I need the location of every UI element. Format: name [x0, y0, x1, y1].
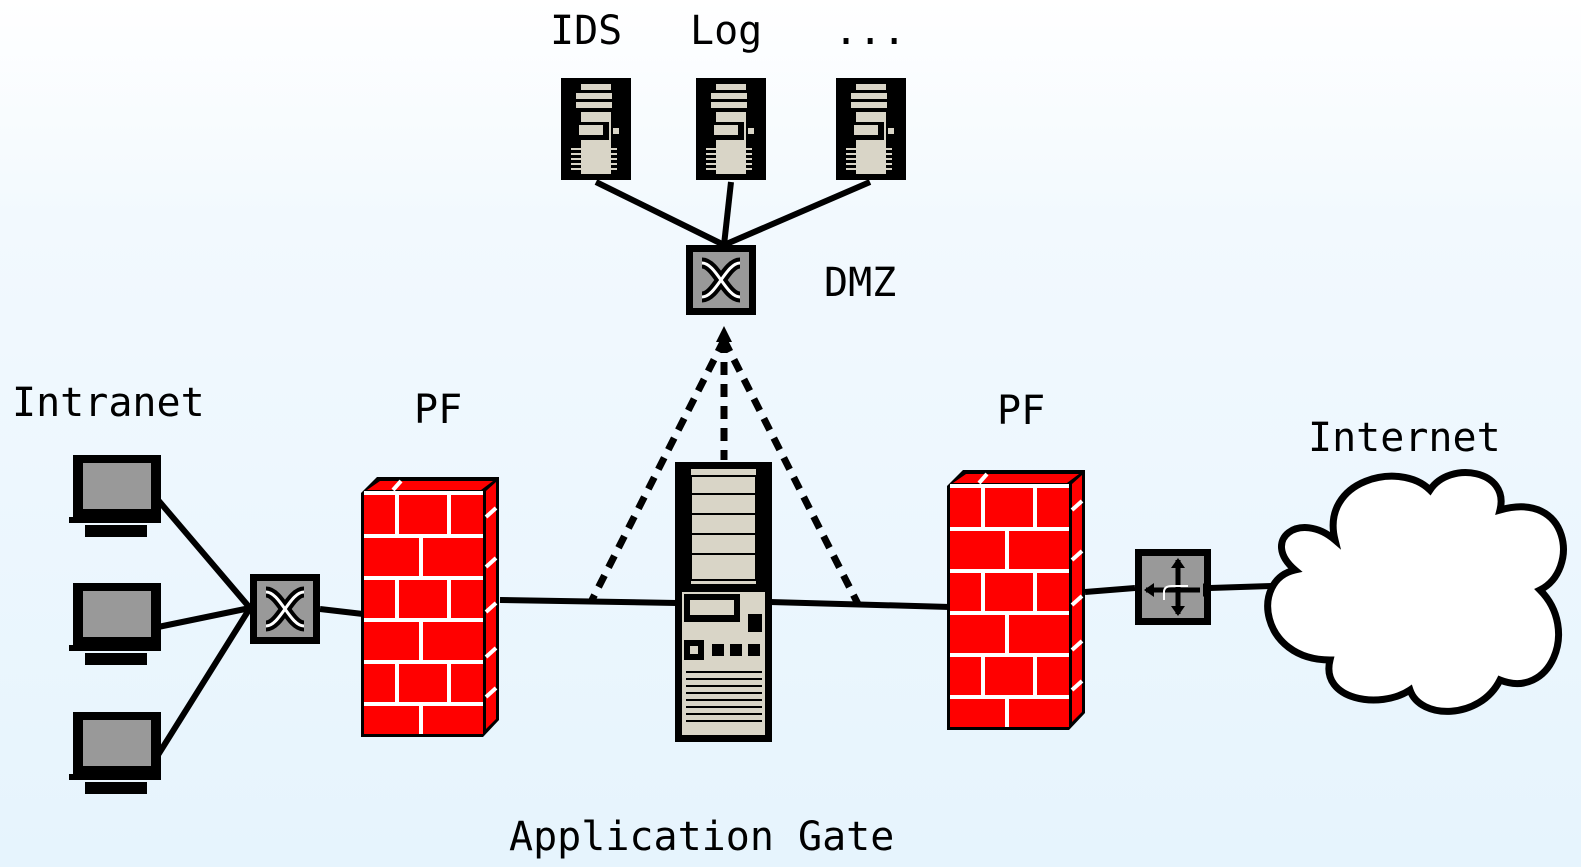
internet-cloud-icon	[1264, 469, 1567, 715]
right-firewall-icon	[945, 468, 1087, 732]
dmz-switch-icon	[686, 245, 756, 315]
intranet-monitor-2-icon	[69, 583, 161, 665]
ids-server-icon	[561, 78, 631, 180]
extra-server-icon	[836, 78, 906, 180]
right-pf-label: PF	[997, 388, 1045, 434]
application-gate-server-icon	[675, 462, 772, 742]
intranet-switch-icon	[250, 574, 320, 644]
dmz-dashed-links	[588, 338, 862, 606]
log-server-icon	[696, 78, 766, 180]
ids-label: IDS	[550, 8, 622, 54]
intranet-monitor-1-icon	[69, 455, 161, 537]
internet-label: Internet	[1308, 415, 1501, 461]
dmz-arrow-icon	[716, 326, 732, 342]
connection-lines	[155, 179, 1273, 757]
more-servers-label: ...	[834, 8, 906, 54]
intranet-label: Intranet	[12, 380, 205, 426]
left-firewall-icon	[359, 475, 501, 739]
router-icon	[1135, 549, 1211, 625]
application-gate-label: Application Gate	[509, 814, 894, 860]
log-label: Log	[690, 8, 762, 54]
left-pf-label: PF	[414, 387, 462, 433]
intranet-monitor-3-icon	[69, 712, 161, 794]
dmz-label: DMZ	[824, 260, 896, 306]
